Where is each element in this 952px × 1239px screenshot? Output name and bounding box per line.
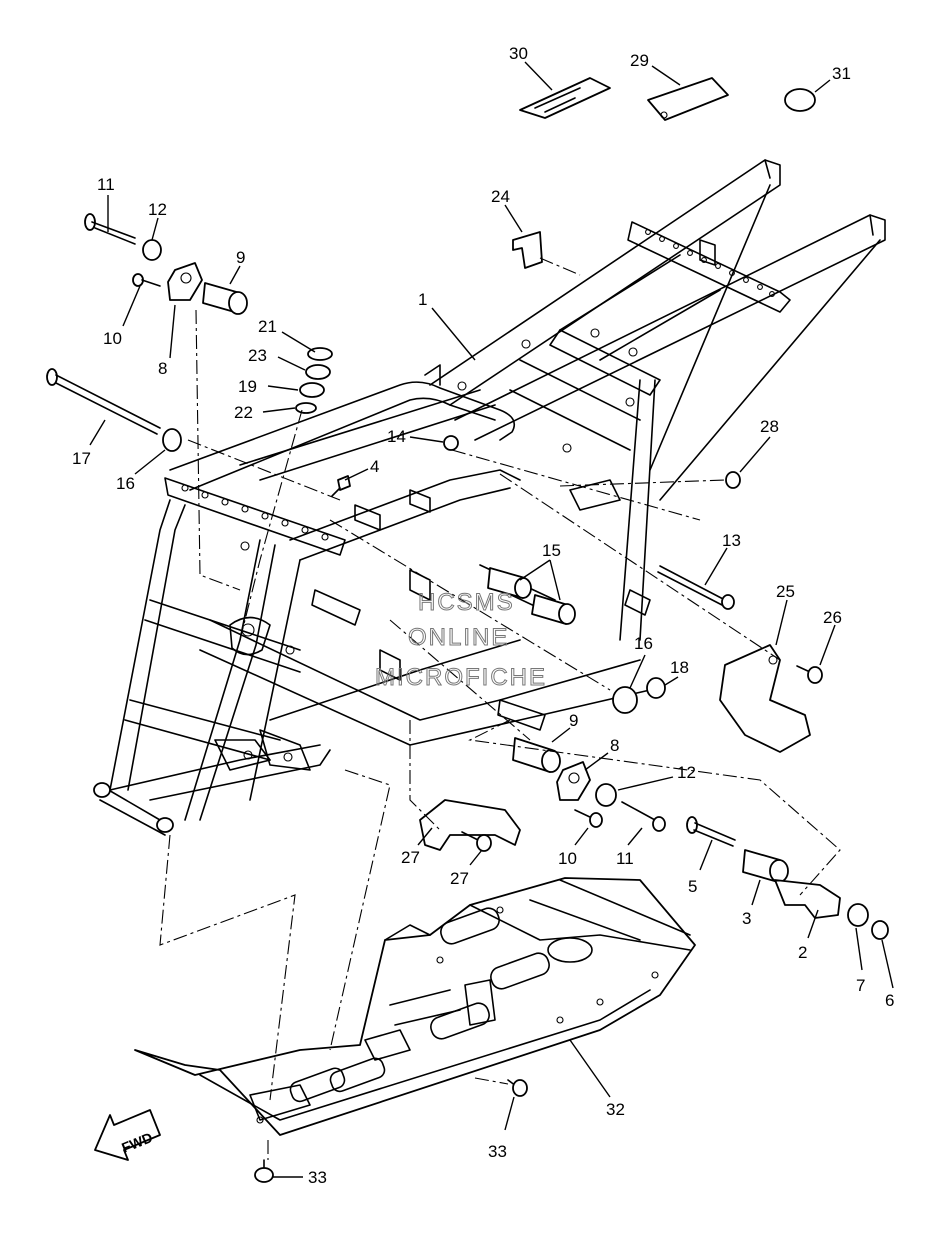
callout-4: 4 — [370, 457, 379, 476]
part-24-bracket — [719, 644, 811, 753]
watermark: HCSMS ONLINE MICROFICHE — [375, 589, 547, 692]
callout-11-top: 11 — [97, 175, 115, 194]
part-13-bolt — [657, 565, 735, 610]
callout-3: 3 — [742, 909, 751, 928]
svg-text:HCSMS: HCSMS — [418, 589, 515, 616]
callout-2: 2 — [798, 943, 807, 962]
callout-8-top: 8 — [158, 359, 167, 378]
callout-12-top: 12 — [148, 200, 167, 219]
main-frame — [93, 159, 886, 836]
callout-26: 27 — [401, 848, 420, 867]
callout-14: 14 — [387, 427, 406, 446]
part-12-collar-top — [142, 239, 162, 261]
callout-29: 29 — [630, 51, 649, 70]
assembly-lines — [159, 257, 841, 1160]
part-17-long-bolt — [46, 368, 161, 435]
front-plate-holes — [181, 484, 329, 541]
callout-numbers: 30 29 31 11 12 9 10 8 21 23 19 22 24 1 1… — [72, 44, 894, 1187]
callout-12-lower: 12 — [677, 763, 696, 782]
callout-33-bottom: 33 — [308, 1168, 327, 1187]
callout-19: 19 — [238, 377, 257, 396]
callout-7: 7 — [856, 976, 865, 995]
callout-24: 25 — [776, 582, 795, 601]
callout-5: 5 — [688, 877, 697, 896]
callout-18: 18 — [670, 658, 689, 677]
callout-31: 31 — [832, 64, 851, 83]
part-31-o-ring — [784, 88, 816, 112]
part-16-washer-left — [162, 428, 182, 452]
callout-27: 27 — [450, 869, 469, 888]
skid-plate — [134, 877, 696, 1136]
part-15-bushings — [487, 567, 576, 625]
callout-16-left: 16 — [116, 474, 135, 493]
part-10-bolt-lower — [574, 809, 603, 828]
part-8-bracket-top — [167, 262, 203, 301]
part-22-bearing — [305, 364, 331, 380]
part-8-bracket-lower — [556, 761, 591, 801]
part-27-bolt — [461, 831, 492, 852]
part-14-grommet — [443, 435, 459, 451]
callout-25: 26 — [823, 608, 842, 627]
part-18-nut — [646, 677, 666, 699]
part-9-bushing-top — [202, 282, 248, 315]
callout-23: 24 — [491, 187, 510, 206]
callout-8-lower: 8 — [610, 736, 619, 755]
part-11-bolt-lower — [621, 801, 666, 832]
svg-text:ONLINE: ONLINE — [408, 624, 509, 651]
part-9-bushing-lower — [512, 737, 561, 773]
part-11-bolt-top — [84, 213, 136, 245]
callout-10-top: 10 — [103, 329, 122, 348]
callout-9-top: 9 — [236, 248, 245, 267]
part-3-bushing — [742, 849, 789, 883]
callout-11-lower: 11 — [616, 849, 634, 868]
callout-30: 30 — [509, 44, 528, 63]
part-2-bracket — [774, 879, 841, 919]
part-25-bolt — [796, 665, 823, 684]
callout-10-lower: 10 — [558, 849, 577, 868]
part-5-bolt — [686, 816, 736, 847]
callout-22: 23 — [248, 346, 267, 365]
part-16-washer-right — [612, 686, 638, 714]
part-33-bolt-center — [507, 1079, 528, 1097]
part-21-washer — [295, 402, 317, 414]
part-33-bolt-bottom — [254, 1159, 274, 1183]
part-6-nut — [871, 920, 889, 940]
part-30-tool-pouch — [519, 77, 611, 119]
callout-20: 21 — [258, 317, 277, 336]
part-7-collar — [847, 903, 869, 927]
part-29-label — [647, 77, 729, 121]
fwd-arrow: FWD — [94, 1109, 161, 1161]
callout-28: 28 — [760, 417, 779, 436]
part-12-collar-lower — [595, 783, 617, 807]
callout-1: 1 — [418, 290, 427, 309]
callout-9-lower: 9 — [569, 711, 578, 730]
part-28-nut — [725, 471, 741, 489]
callout-33-center: 33 — [488, 1142, 507, 1161]
part-19-bearing — [299, 382, 325, 398]
callout-21: 22 — [234, 403, 253, 422]
svg-text:MICROFICHE: MICROFICHE — [375, 664, 547, 691]
part-10-bolt-top — [132, 273, 161, 287]
callout-17: 17 — [72, 449, 91, 468]
callout-15: 15 — [542, 541, 561, 560]
part-26-bracket — [419, 799, 521, 851]
leader-lines — [89, 61, 894, 1178]
callout-13: 13 — [722, 531, 741, 550]
callout-32: 32 — [606, 1100, 625, 1119]
part-23-bracket — [512, 231, 543, 269]
callout-6: 6 — [885, 991, 894, 1010]
callout-16-right: 16 — [634, 634, 653, 653]
